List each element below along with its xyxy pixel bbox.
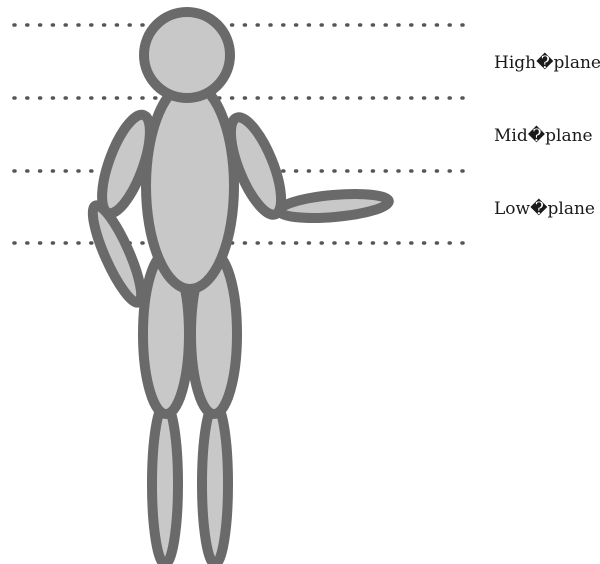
right-lower-leg [202, 404, 228, 564]
left-lower-leg [152, 404, 178, 564]
left-forearm [84, 201, 149, 308]
torso [146, 83, 234, 289]
high-plane-label: High�plane [494, 55, 600, 72]
mid-plane-label: Mid�plane [494, 128, 593, 145]
head [144, 12, 230, 98]
low-plane-label: Low�plane [494, 201, 595, 218]
human-figure [84, 12, 389, 564]
right-forearm [278, 190, 389, 222]
